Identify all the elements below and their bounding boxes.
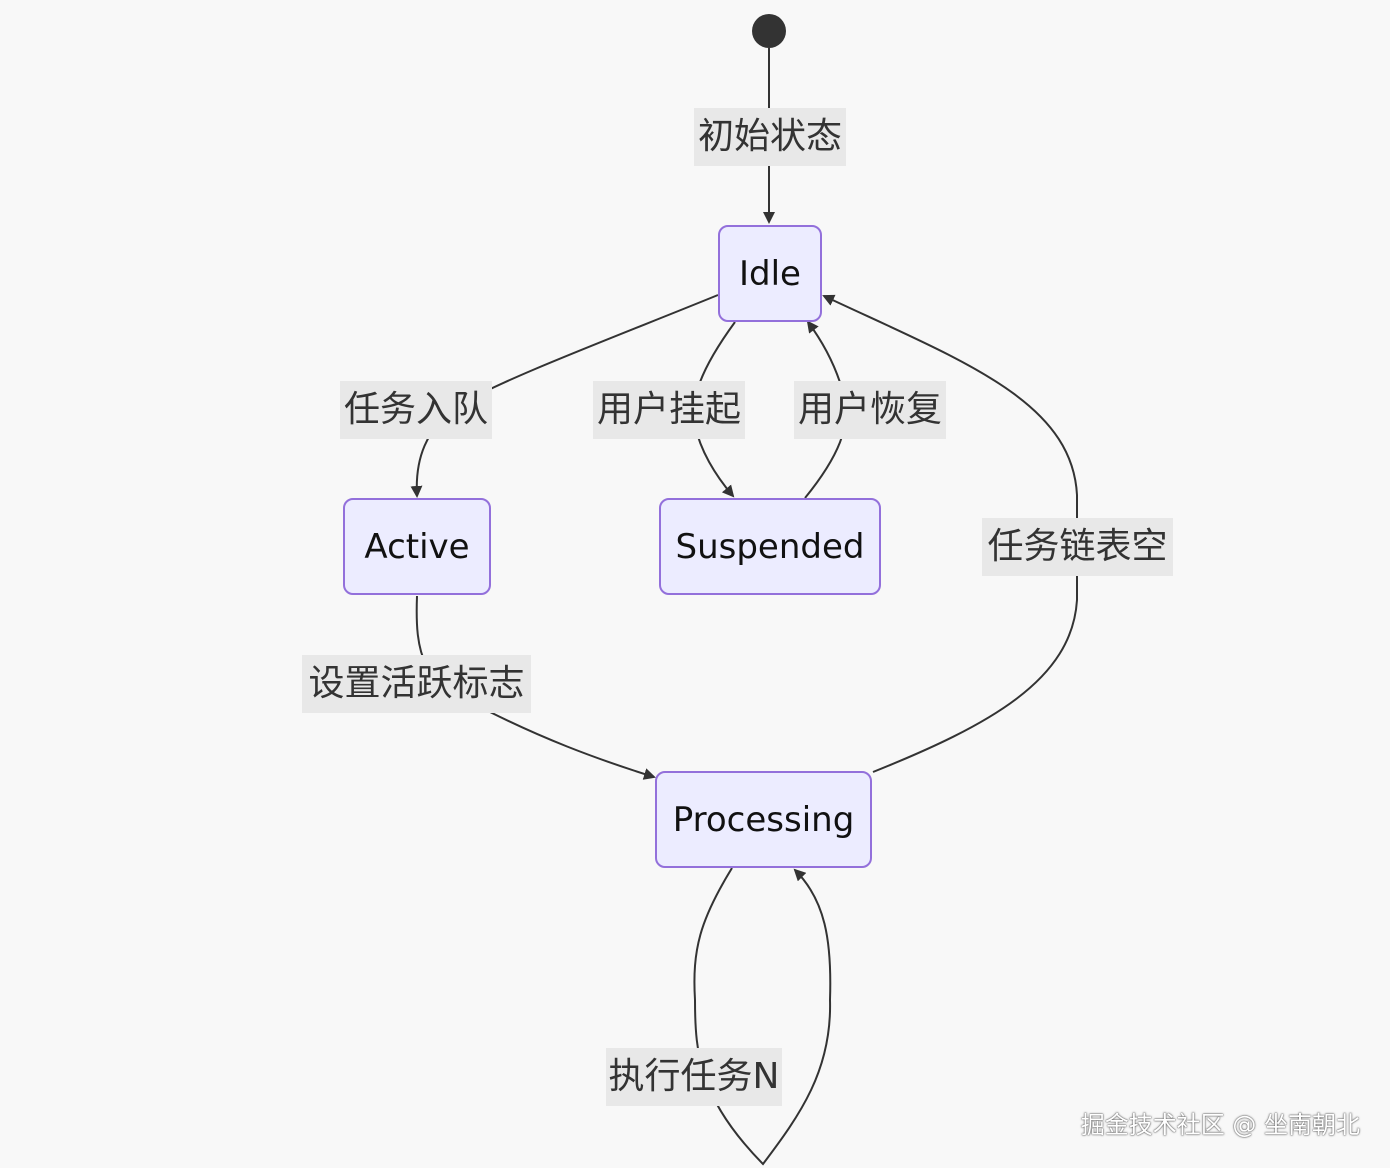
edge-label-suspend: 用户挂起 [593,381,745,439]
state-active: Active [343,498,491,595]
edge-label-enqueue: 任务入队 [340,381,492,439]
edge-label-resume: 用户恢复 [794,381,946,439]
state-idle: Idle [718,225,822,322]
edge-queue-empty [822,294,1078,773]
state-processing: Processing [655,771,872,868]
edge-label-execute: 执行任务N [606,1048,782,1106]
edge-execute [693,867,832,1166]
edge-label-initial: 初始状态 [694,108,846,166]
start-node [752,14,786,48]
edge-label-set-active: 设置活跃标志 [302,655,531,713]
watermark-text: 掘金技术社区 @ 坐南朝北 [1080,1111,1360,1139]
state-suspended: Suspended [659,498,881,595]
edge-label-queue-empty: 任务链表空 [982,518,1173,576]
